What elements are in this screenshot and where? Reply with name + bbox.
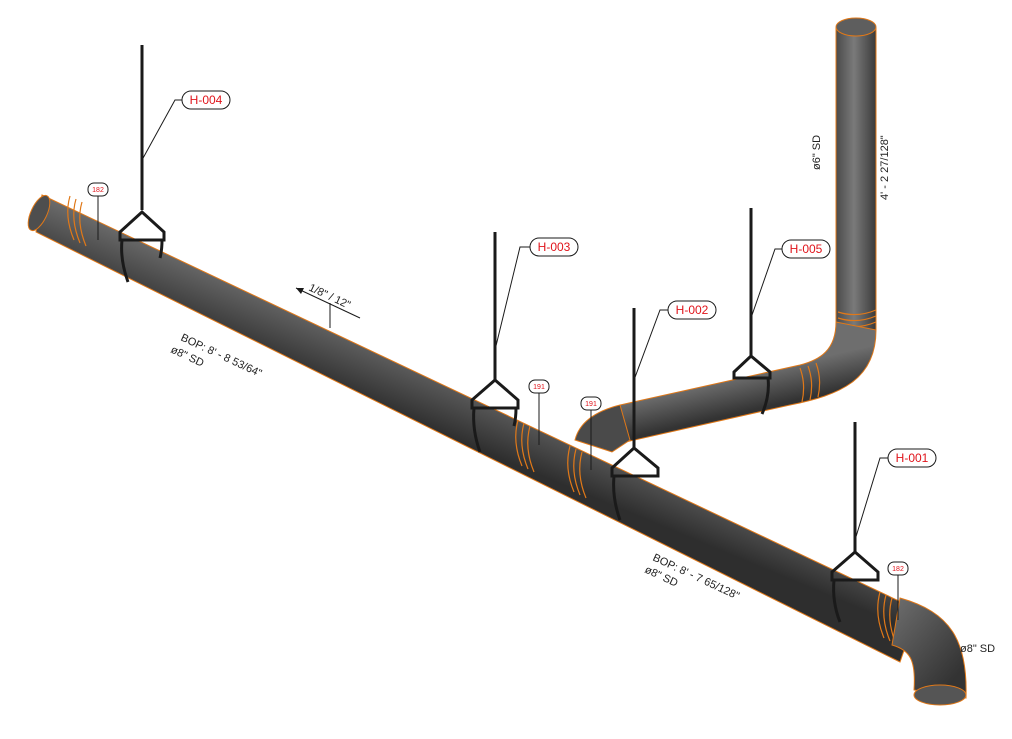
hanger-tag-h005[interactable]: H-005 xyxy=(781,239,831,259)
coupling-tag-left-label: 182 xyxy=(92,187,104,194)
coupling-tag-mid-b[interactable]: 191 xyxy=(580,396,602,411)
branch-pipe[interactable] xyxy=(574,321,877,453)
elbow-bottom-opening xyxy=(913,684,967,706)
hanger-tag-h001-label: H-001 xyxy=(896,451,929,465)
hanger-h001[interactable] xyxy=(830,422,880,623)
hanger-tag-h002[interactable]: H-002 xyxy=(667,300,717,320)
coupling-tag-right-label: 182 xyxy=(892,566,904,573)
riser-length-label: 4' - 2 27/128" xyxy=(879,135,891,200)
elbow-size-label: ø8" SD xyxy=(960,643,995,655)
hanger-tag-h001[interactable]: H-001 xyxy=(887,448,937,468)
hanger-tag-h005-label: H-005 xyxy=(790,242,823,256)
coupling-tag-mid-a-label: 191 xyxy=(533,384,545,391)
hanger-h004[interactable] xyxy=(118,45,166,283)
main-elbow[interactable] xyxy=(891,597,967,706)
riser-top-opening xyxy=(835,17,877,37)
hanger-h005[interactable] xyxy=(732,208,772,415)
main-pipe[interactable] xyxy=(24,192,919,663)
hanger-tag-h002-label: H-002 xyxy=(676,303,709,317)
coupling-tag-mid-b-label: 191 xyxy=(585,401,597,408)
hanger-h002[interactable] xyxy=(610,308,660,521)
coupling-tag-mid-a[interactable]: 191 xyxy=(528,379,550,394)
hanger-tag-h003[interactable]: H-003 xyxy=(529,237,579,257)
main-left-end xyxy=(27,194,51,232)
hanger-h003[interactable] xyxy=(470,232,520,453)
riser-pipe[interactable] xyxy=(835,17,877,342)
riser-size-label: ø6" SD xyxy=(811,135,823,170)
coupling-tag-right[interactable]: 182 xyxy=(887,561,909,576)
tag-leaders xyxy=(97,99,899,620)
hanger-tag-h004[interactable]: H-004 xyxy=(181,90,231,110)
coupling-tag-left[interactable]: 182 xyxy=(87,182,109,197)
hanger-tag-h004-label: H-004 xyxy=(190,93,223,107)
hanger-tag-h003-label: H-003 xyxy=(538,240,571,254)
